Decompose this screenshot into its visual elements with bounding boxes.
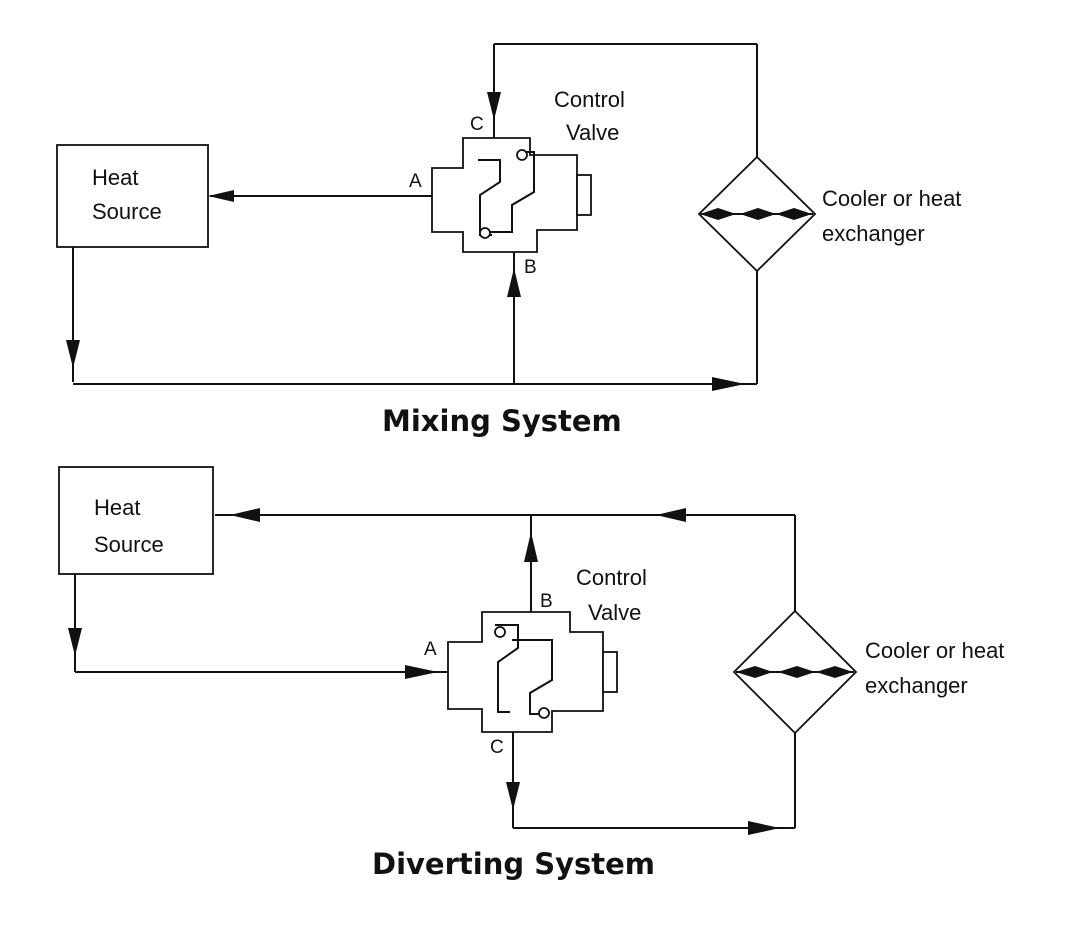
mixing-system-title: Mixing System — [382, 404, 622, 438]
diverting-pipes — [68, 508, 796, 835]
diverting-port-a-label: A — [424, 639, 437, 660]
mixing-control-valve: Control Valve C A B — [409, 87, 625, 278]
diverting-cooler-label-line1: Cooler or heat — [865, 638, 1004, 663]
diverting-left-arrow-top-right — [656, 508, 686, 522]
mixing-heat-source: Heat Source — [56, 144, 209, 248]
mixing-port-b-arrow — [507, 268, 521, 297]
diverting-control-valve: Control Valve B A C — [424, 565, 647, 758]
mixing-down-arrow-left — [66, 340, 80, 368]
mixing-port-b-label: B — [524, 257, 537, 278]
diverting-port-c-label: C — [490, 737, 504, 758]
diverting-left-arrow-top-near-source — [230, 508, 260, 522]
mixing-heat-exchanger: Cooler or heat exchanger — [697, 155, 961, 273]
diverting-system-title: Diverting System — [372, 847, 655, 881]
diverting-down-arrow-left — [68, 628, 82, 656]
diverting-system: Heat Source — [58, 466, 1004, 881]
diverting-heat-source: Heat Source — [58, 466, 214, 575]
diverting-port-b-arrow — [524, 532, 538, 562]
diverting-right-arrow-bottom — [748, 821, 780, 835]
mixing-right-arrow-bottom — [712, 377, 745, 391]
mixing-valve-label-line1: Control — [554, 87, 625, 112]
mixing-cooler-label-line2: exchanger — [822, 221, 925, 246]
mixing-port-c-label: C — [470, 114, 484, 135]
mixing-cooler-label-line1: Cooler or heat — [822, 186, 961, 211]
mixing-system: Heat Source — [56, 43, 961, 438]
diverting-valve-label-line2: Valve — [588, 600, 641, 625]
diverting-heat-source-line1: Heat — [94, 495, 140, 520]
mixing-port-a-label: A — [409, 171, 422, 192]
diverting-port-a-arrow — [405, 665, 438, 679]
mixing-heat-source-line2: Source — [92, 199, 162, 224]
diverting-cooler-label-line2: exchanger — [865, 673, 968, 698]
diverting-heat-source-line2: Source — [94, 532, 164, 557]
mixing-heat-source-line1: Heat — [92, 165, 138, 190]
diverting-heat-exchanger: Cooler or heat exchanger — [732, 609, 1004, 735]
diverting-valve-label-line1: Control — [576, 565, 647, 590]
diverting-port-b-label: B — [540, 591, 553, 612]
diverting-port-c-arrow — [506, 782, 520, 810]
mixing-valve-label-line2: Valve — [566, 120, 619, 145]
mixing-port-c-arrow — [487, 92, 501, 120]
